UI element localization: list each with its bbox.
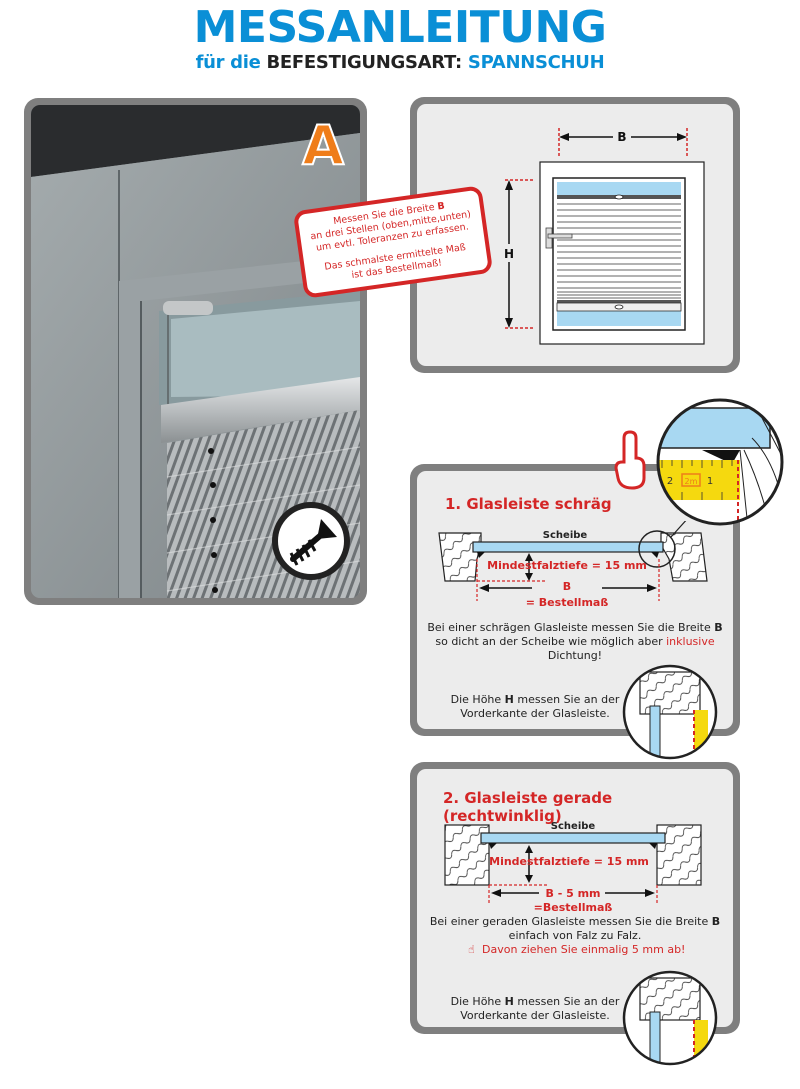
pane-label: Scheibe <box>543 530 588 541</box>
step1-diagram: Scheibe Mindestfalztiefe = 15 mm B = Bes… <box>438 521 708 609</box>
width-label: B <box>563 580 571 593</box>
depth-label: Mindestfalztiefe = 15 mm <box>487 559 647 572</box>
hint-height-letter: H <box>504 693 514 706</box>
tape-mark-1: 1 <box>707 476 713 487</box>
photo-panel: A <box>24 98 367 605</box>
step1-height-hint: Die Höhe H messen Sie an der Vorderkante… <box>435 693 635 721</box>
tension-shoe-bracket <box>163 301 213 315</box>
glass-pane <box>480 832 666 844</box>
width-label: B - 5 mm <box>545 887 600 900</box>
small-hand-icon: ☝ <box>468 943 475 956</box>
order-size-label: = Bestellmaß <box>526 596 609 609</box>
step-badge-a: A <box>301 114 345 177</box>
hint-prefix: Die Höhe <box>450 693 502 706</box>
detail-zoom-circle: 2m 2 1 <box>656 398 784 526</box>
installation-photo: A <box>31 105 360 598</box>
order-size-label: =Bestellmaß <box>534 901 613 913</box>
step2-description: Bei einer geraden Glasleiste messen Sie … <box>417 915 733 957</box>
depth-label: Mindestfalztiefe = 15 mm <box>489 855 649 868</box>
width-dimension: B <box>558 128 688 156</box>
right-bead <box>660 532 708 582</box>
step1-description: Bei einer schrägen Glasleiste messen Sie… <box>417 621 733 663</box>
hint-height-letter: H <box>504 995 514 1008</box>
step2-desc-width-letter: B <box>711 915 721 928</box>
height-dimension: H <box>504 179 535 329</box>
height-detail-circle-1 <box>622 664 718 760</box>
step1-desc-width-letter: B <box>714 621 723 634</box>
ceiling <box>31 105 360 177</box>
subtitle-prefix: für die <box>195 52 261 73</box>
page-title: MESSANLEITUNG <box>193 2 607 53</box>
pointing-hand-icon <box>614 430 646 490</box>
hint-line2: Vorderkante der Glasleiste. <box>460 1009 610 1022</box>
screw-icon <box>272 502 350 580</box>
blind-rail <box>161 377 360 443</box>
hint-suffix: messen Sie an der <box>517 995 620 1008</box>
tape-mark-2: 2 <box>667 476 673 487</box>
hint-suffix: messen Sie an der <box>517 693 620 706</box>
step2-desc-line1: Bei einer geraden Glasleiste messen Sie … <box>429 915 709 928</box>
pleats <box>557 203 681 299</box>
left-bead <box>438 532 482 582</box>
step1-title: 1. Glasleiste schräg <box>445 495 612 513</box>
tape-unit: 2m <box>685 477 698 486</box>
height-detail-circle-2 <box>622 970 718 1066</box>
glass-pane <box>472 541 664 553</box>
window-diagram-svg: B H <box>504 128 705 345</box>
step1-desc-line2: so dicht an der Scheibe wie möglich aber <box>435 635 663 648</box>
subtitle-middle: BEFESTIGUNGSART: <box>266 52 463 73</box>
subtitle-suffix: SPANNSCHUH <box>467 52 605 73</box>
step2-desc-deduct: Davon ziehen Sie einmalig 5 mm ab! <box>482 943 686 956</box>
page-subtitle: für die BEFESTIGUNGSART: SPANNSCHUH <box>0 52 800 74</box>
magnify-circle <box>638 530 676 568</box>
step1-desc-line1: Bei einer schrägen Glasleiste messen Sie… <box>427 621 711 634</box>
callout-width-letter: B <box>436 200 446 213</box>
step1-desc-line3: Dichtung! <box>547 649 603 662</box>
step1-content: 1. Glasleiste schräg Scheibe <box>417 471 733 729</box>
step1-desc-inclusive: inklusive <box>666 635 715 648</box>
width-label: B <box>617 130 626 144</box>
step2-desc-line2: einfach von Falz zu Falz. <box>508 929 642 942</box>
step2-title: 2. Glasleiste gerade (rechtwinklig) <box>443 789 613 825</box>
hint-prefix: Die Höhe <box>450 995 502 1008</box>
step2-height-hint: Die Höhe H messen Sie an der Vorderkante… <box>435 995 635 1023</box>
hint-line2: Vorderkante der Glasleiste. <box>460 707 610 720</box>
step2-diagram: Scheibe Mindestfalztiefe = 15 mm B - 5 m… <box>444 821 702 913</box>
pane-label: Scheibe <box>551 821 596 832</box>
height-label: H <box>504 247 514 261</box>
